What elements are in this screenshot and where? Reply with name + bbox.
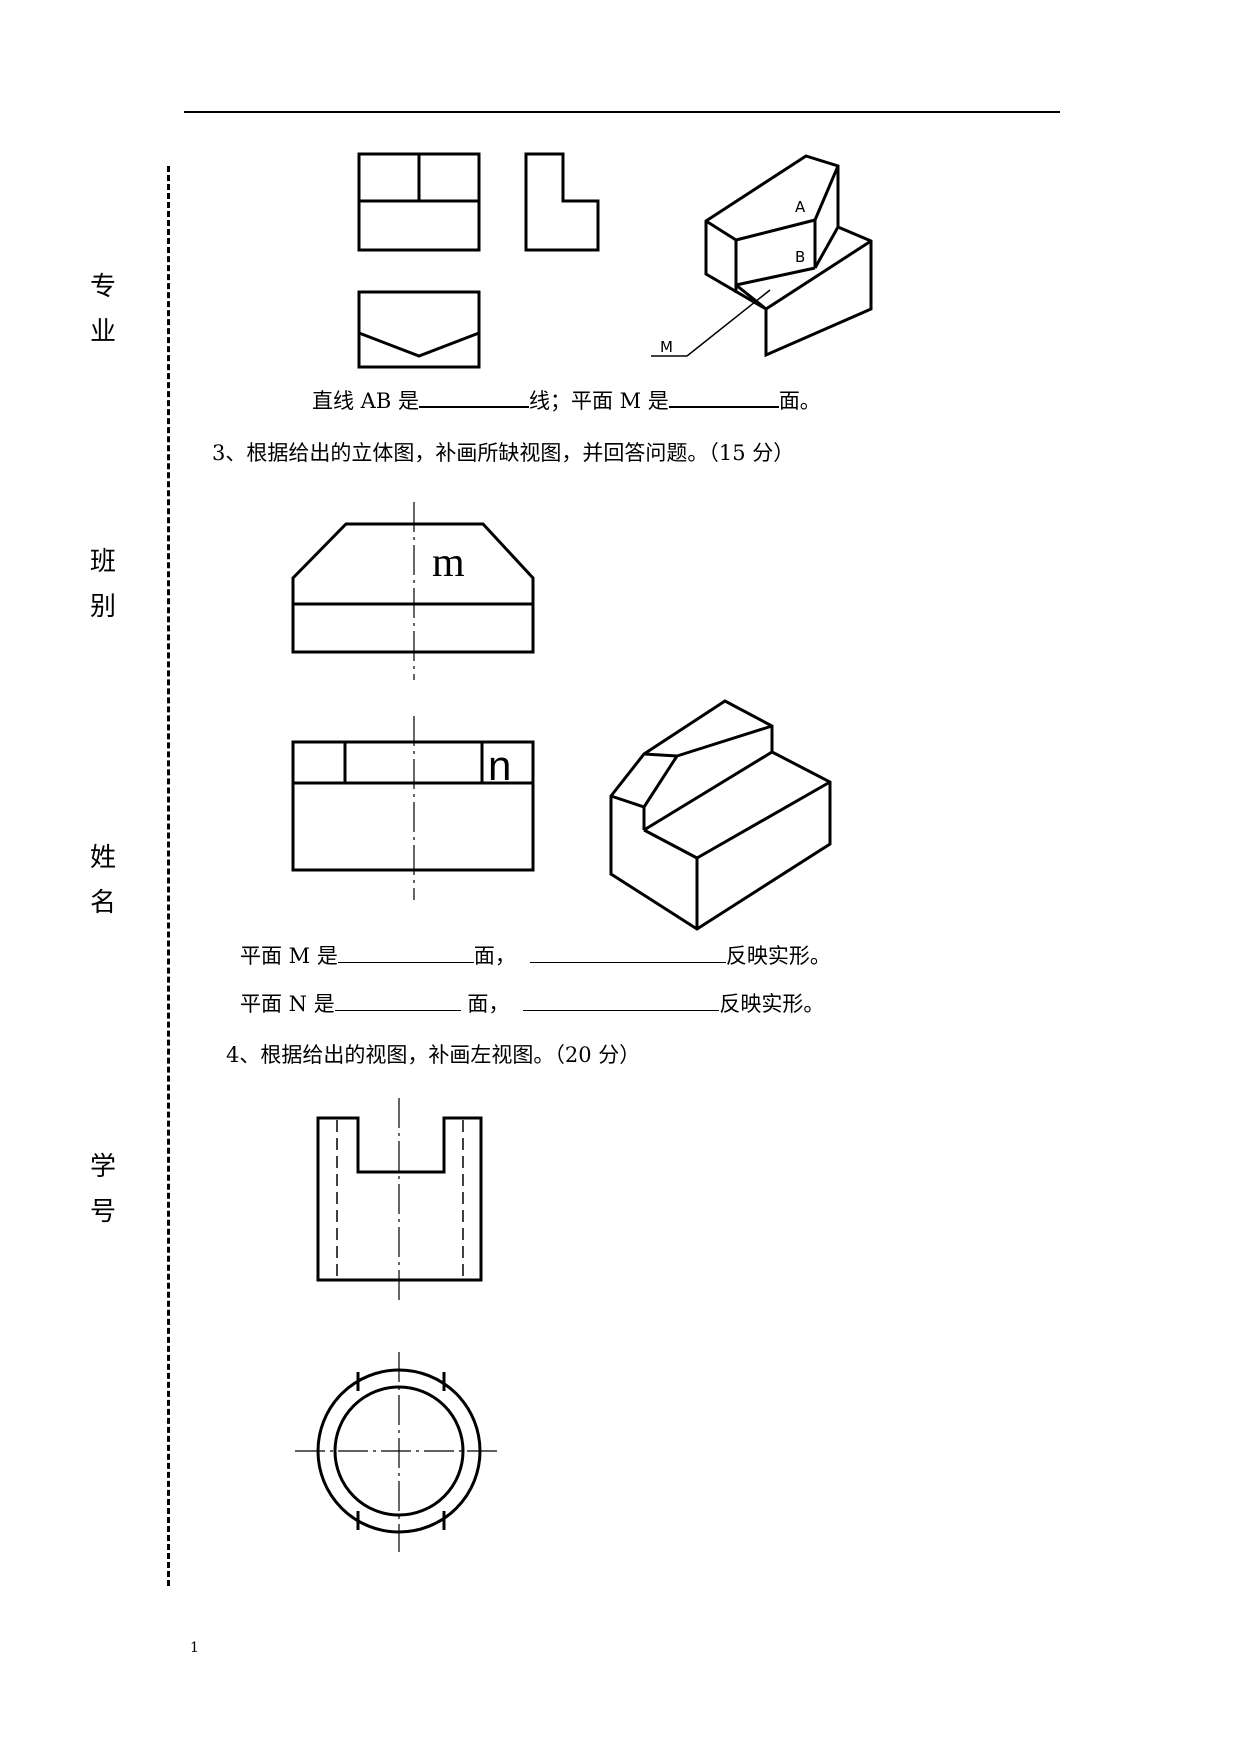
q3-title: 3、根据给出的立体图，补画所缺视图，并回答问题。（15 分） [212,441,795,465]
n-true-shape-blank[interactable] [523,992,720,1011]
q2-side-view [524,152,600,252]
m-plane-type-blank[interactable] [337,944,474,963]
q2-answer-line: 直线 AB 是 线；平面 M 是 面。 [312,385,821,415]
q2-prefix: 直线 AB 是 [312,389,419,413]
margin-label-student-id: 学号 [89,1152,116,1227]
ab-answer-blank[interactable] [418,388,529,408]
q2-top-view [357,290,481,369]
m-answer-blank[interactable] [668,388,779,408]
margin-label-class: 班别 [89,547,116,622]
q3-top-view [291,740,535,872]
m-true-shape-blank[interactable] [529,944,726,963]
q4-front-view [316,1116,483,1282]
q3-isometric [609,699,832,931]
q2-mid: 线；平面 M 是 [528,389,669,413]
label-n-top: n [488,742,511,789]
label-m-front: m [432,540,465,586]
n-plane-type-blank[interactable] [334,992,461,1011]
page-number: 1 [190,1640,199,1656]
q3-line1-mid: 面， [473,944,516,968]
q3-front-view [291,522,535,654]
q2-front-view [357,152,481,252]
label-a: A [795,198,806,216]
q3-line2-suffix: 反映实形。 [719,992,825,1016]
q3-answer-line-1: 平面 M 是 面， 反映实形。 [240,940,831,970]
center-lines [295,502,502,1552]
q2-leader-m [651,289,771,357]
q3-line1-prefix: 平面 M 是 [240,944,338,968]
margin-label-name: 姓名 [89,843,116,918]
margin-label-major: 专业 [89,272,116,347]
label-m-leader: M [660,338,673,356]
label-b: B [795,248,805,266]
q3-answer-line-2: 平面 N 是 面， 反映实形。 [240,988,824,1018]
q4-title: 4、根据给出的视图，补画左视图。（20 分） [226,1043,641,1067]
q4-hidden-lines [336,1120,464,1278]
header-rule [184,111,1060,113]
q2-suffix: 面。 [778,389,821,413]
q3-line2-mid: 面， [460,992,510,1016]
q3-line2-prefix: 平面 N 是 [240,992,335,1016]
binding-margin-line [167,166,170,1586]
q2-isometric [704,154,873,358]
q3-line1-suffix: 反映实形。 [725,944,831,968]
